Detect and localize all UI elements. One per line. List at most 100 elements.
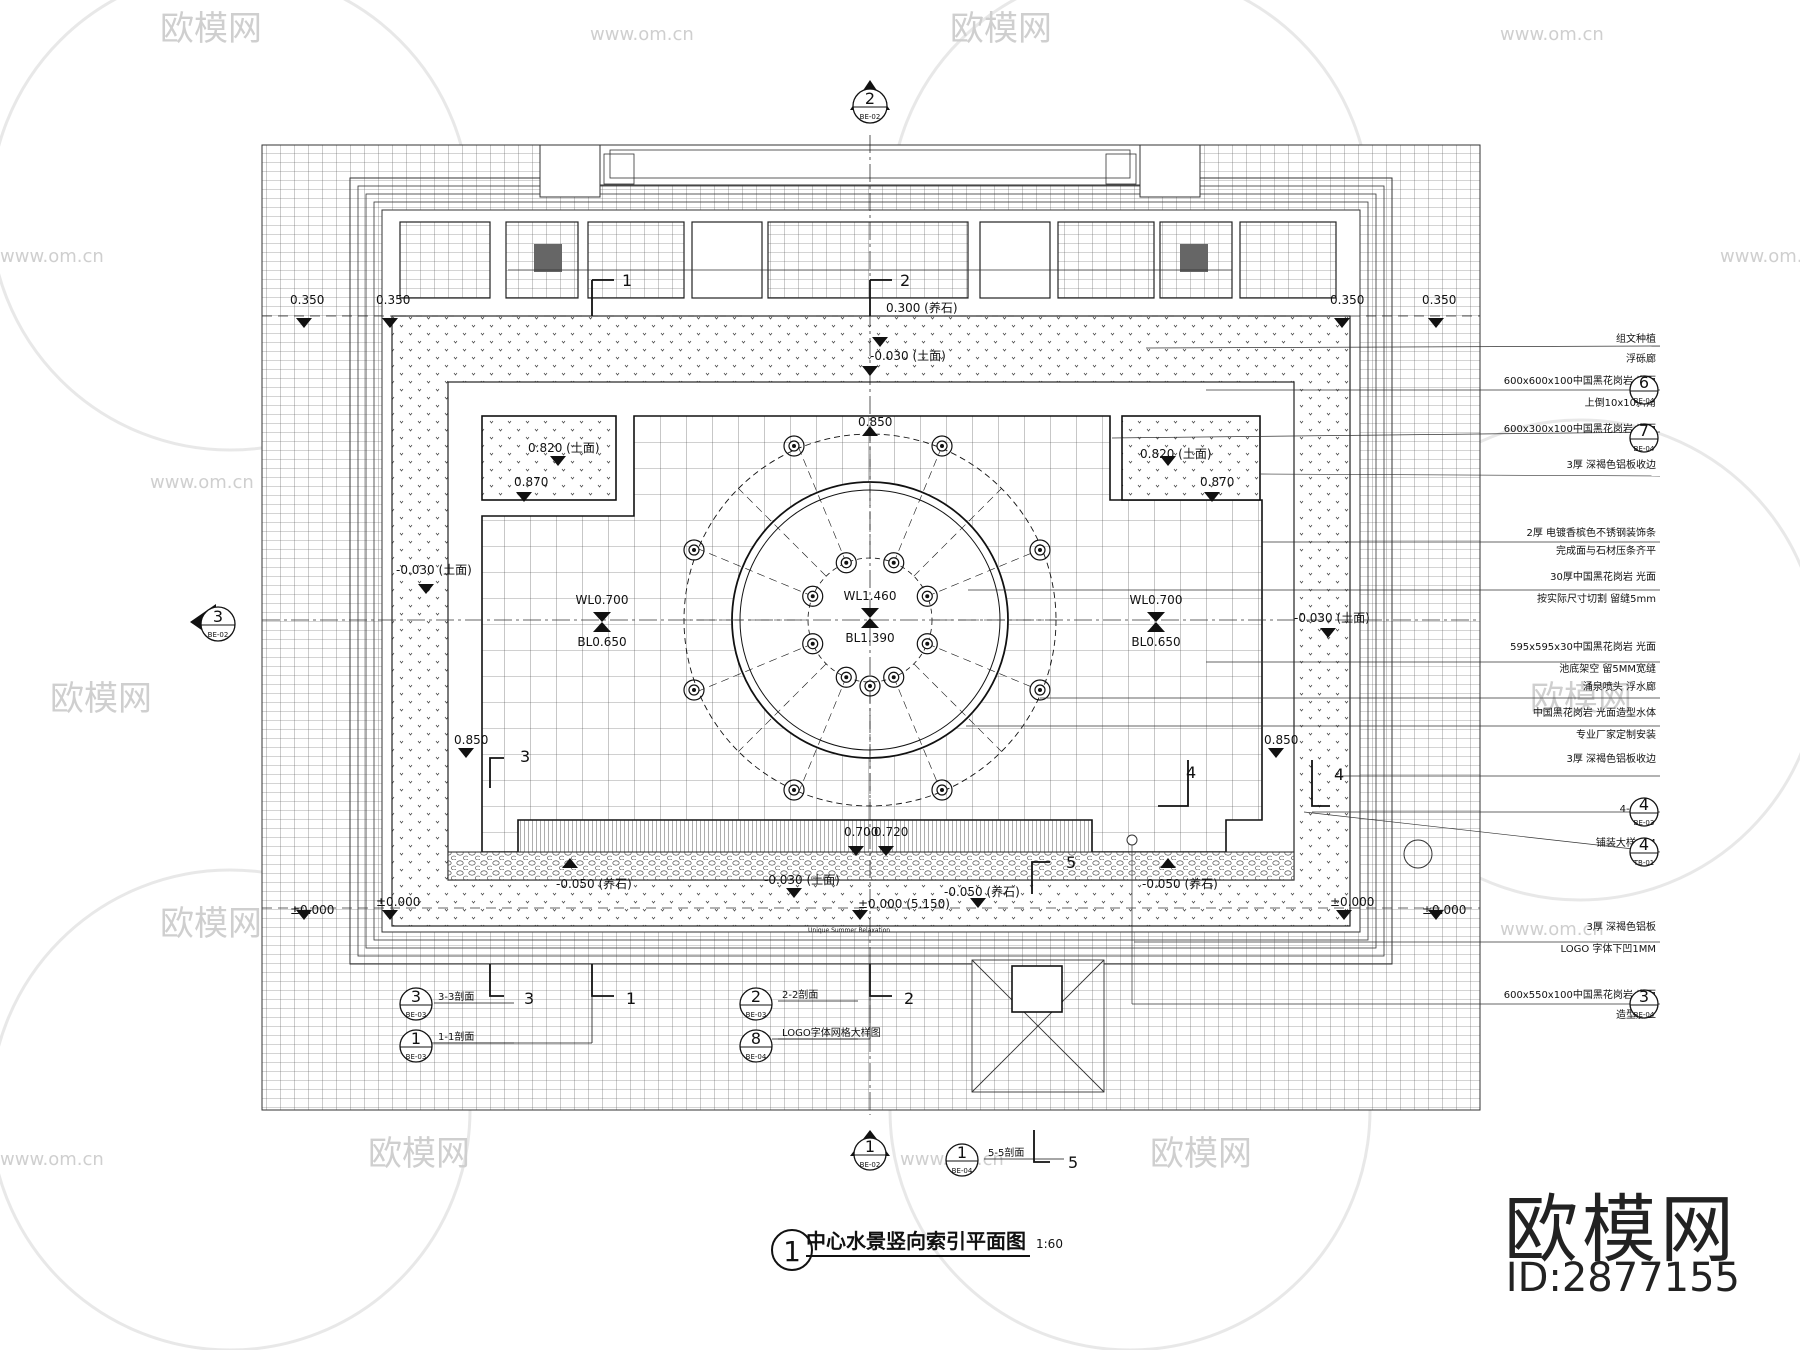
jet-nozzle xyxy=(859,675,881,697)
bottom-entry xyxy=(971,959,1105,1093)
elevation-triangle xyxy=(296,318,312,328)
elevation-label: 0.850 xyxy=(858,415,892,429)
index-symbol: 3BE-04 xyxy=(1629,987,1659,1019)
water-level-label: WL0.700 xyxy=(576,593,629,607)
material-note: LOGO 字体下凹1MM xyxy=(1560,942,1656,955)
watermark-url: www.om.cn xyxy=(1720,246,1800,267)
elevation-label: 0.870 xyxy=(1200,475,1234,489)
watermark-logo: 欧模网 xyxy=(1150,1134,1252,1174)
elevation-label: ±0.000 xyxy=(1422,903,1466,917)
drawing-scale: 1:60 xyxy=(1036,1237,1063,1251)
index-caption: 5-5剖面 xyxy=(988,1146,1024,1159)
water-level-marker xyxy=(1147,612,1165,632)
index-number: 2 xyxy=(865,89,875,108)
index-sheet: BE-04 xyxy=(952,1167,973,1175)
section-mark-label: 3 xyxy=(520,747,530,766)
elevation-triangle xyxy=(1320,628,1336,638)
index-symbols: 6BE-047BE-044BE-034TB-013BE-042BE-023BE-… xyxy=(190,80,1659,1177)
jet-nozzle xyxy=(683,679,705,701)
elevation-label: 0.850 xyxy=(1264,733,1298,747)
index-sheet: BE-03 xyxy=(1634,819,1655,827)
watermark-url: www.om.cn xyxy=(590,24,694,45)
index-symbol: 6BE-04 xyxy=(1629,373,1659,405)
index-sheet: TB-01 xyxy=(1633,859,1655,867)
elevation-triangle xyxy=(382,910,398,920)
jet-nozzle xyxy=(835,666,857,688)
index-symbol: 4BE-03 xyxy=(1629,795,1659,827)
elevation-triangle xyxy=(848,846,864,856)
elevation-triangle xyxy=(1428,318,1444,328)
index-number: 7 xyxy=(1639,421,1649,440)
elevation-label: -0.050 (养石) xyxy=(944,884,1020,899)
material-note: 池底架空 留5MM宽缝 xyxy=(1559,662,1656,675)
watermark-logo: 欧模网 xyxy=(368,1134,470,1174)
elevation-triangle xyxy=(1428,910,1444,920)
elevation-label: 0.350 xyxy=(376,293,410,307)
jet-nozzle xyxy=(931,435,953,457)
title-number: 1 xyxy=(783,1235,801,1268)
elevation-triangle xyxy=(878,846,894,856)
index-symbol: 2BE-03 xyxy=(739,987,773,1021)
elevation-markers xyxy=(296,318,1444,920)
watermark-logo: 欧模网 xyxy=(950,9,1052,49)
jet-nozzle xyxy=(916,633,938,655)
elevation-label: 0.870 xyxy=(514,475,548,489)
brand-id: ID:2877155 xyxy=(1505,1255,1740,1301)
material-note: 专业厂家定制安装 xyxy=(1576,728,1656,741)
section-mark-label: 4 xyxy=(1186,763,1196,782)
index-symbol: 8BE-04 xyxy=(739,1029,773,1063)
material-note: 按实际尺寸切割 留缝5mm xyxy=(1537,592,1656,605)
elevation-triangle xyxy=(1268,748,1284,758)
index-sheet: BE-02 xyxy=(860,113,881,121)
elevation-triangle xyxy=(852,910,868,920)
section-mark-label: 2 xyxy=(900,271,910,290)
index-number: 4 xyxy=(1639,795,1649,814)
logo-point xyxy=(1126,834,1138,846)
elevation-label: ±0.000 xyxy=(1330,895,1374,909)
index-sheet: BE-04 xyxy=(1634,397,1655,405)
index-number: 1 xyxy=(957,1143,967,1162)
index-symbol: 7BE-04 xyxy=(1629,421,1659,453)
elevation-label: 0.350 xyxy=(290,293,324,307)
watermark-url: www.om.cn xyxy=(1500,24,1604,45)
section-mark-label: 5 xyxy=(1068,1153,1078,1172)
water-level-marker xyxy=(593,612,611,632)
material-note: 3厚 深褐色铝板 xyxy=(1586,920,1656,933)
elevation-triangle xyxy=(418,584,434,594)
elevation-triangle xyxy=(1160,456,1176,466)
index-number: 8 xyxy=(751,1029,761,1048)
index-symbol: 1BE-02 xyxy=(853,1137,887,1171)
index-number: 3 xyxy=(411,987,421,1006)
index-symbol: 4TB-01 xyxy=(1629,835,1659,867)
watermark-logo: 欧模网 xyxy=(1530,679,1632,719)
elevation-label: 0.850 xyxy=(454,733,488,747)
index-sheet: BE-03 xyxy=(406,1053,427,1061)
section-mark-label: 3 xyxy=(524,989,534,1008)
elevation-triangle xyxy=(1204,492,1220,502)
index-number: 3 xyxy=(213,607,223,626)
top-planter-row xyxy=(399,221,1337,299)
tree-symbol xyxy=(1403,839,1433,869)
elevation-triangle xyxy=(1334,318,1350,328)
elevation-triangle xyxy=(550,456,566,466)
elevation-label: 0.820 (土面) xyxy=(528,441,600,455)
elevation-triangle xyxy=(516,492,532,502)
signage-text: Unique Summer Relaxation xyxy=(808,927,890,934)
elevation-triangle xyxy=(562,858,578,868)
lamp-right xyxy=(1180,244,1208,272)
elevation-label: 0.720 xyxy=(874,825,908,839)
elevation-label: 0.820 (土面) xyxy=(1140,447,1212,461)
jet-nozzle xyxy=(683,539,705,561)
elevation-triangle xyxy=(1336,910,1352,920)
lamp-left xyxy=(534,244,562,272)
index-symbol: 3BE-03 xyxy=(399,987,433,1021)
jet-nozzle xyxy=(783,435,805,457)
index-number: 2 xyxy=(751,987,761,1006)
pebble-band xyxy=(447,851,1295,881)
jet-nozzle xyxy=(1029,679,1051,701)
elevation-label: ±0.000 xyxy=(290,903,334,917)
jet-nozzle xyxy=(835,552,857,574)
water-level-label: WL1.460 xyxy=(844,589,897,603)
water-level-marker xyxy=(861,608,879,628)
